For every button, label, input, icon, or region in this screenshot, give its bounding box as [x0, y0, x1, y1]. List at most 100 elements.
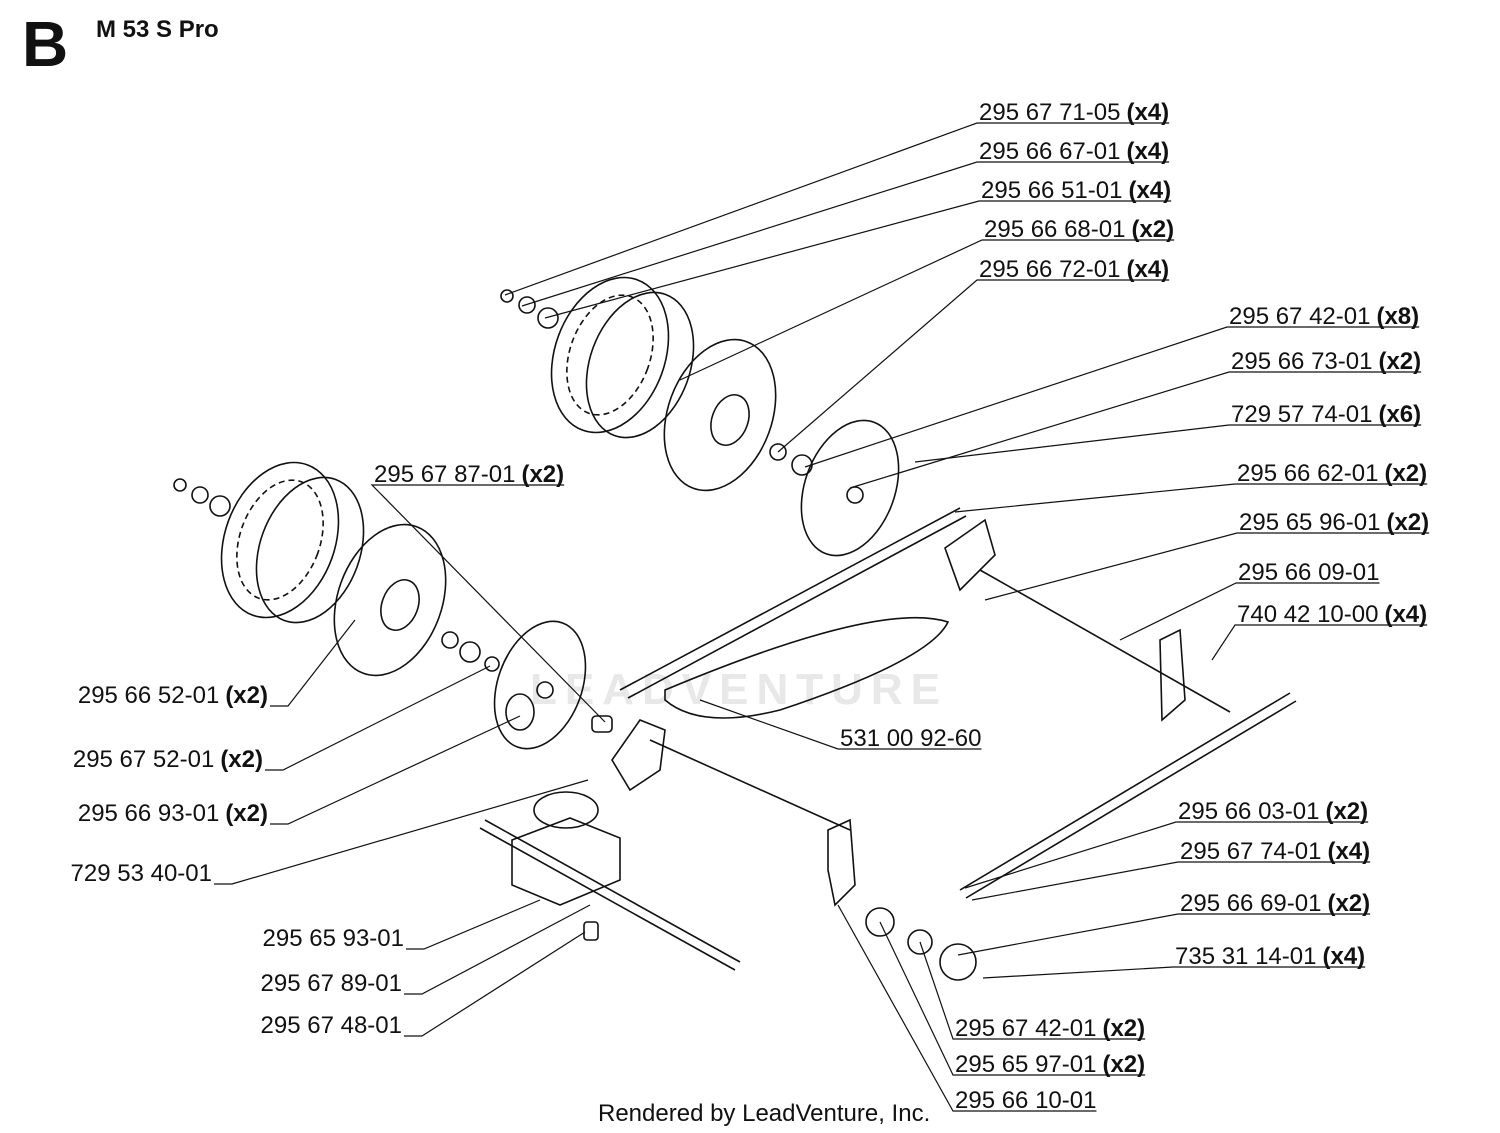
- leader-line: [804, 326, 1420, 468]
- part-number: 740 42 10-00: [1237, 601, 1379, 628]
- part-quantity: (x4): [1322, 943, 1366, 970]
- part-number: 295 65 93-01: [262, 925, 404, 952]
- leader-line: [370, 484, 606, 723]
- leader-line: [964, 821, 1369, 889]
- leader-line: [270, 619, 356, 707]
- front-bearings: [173, 478, 500, 672]
- belt: [664, 616, 950, 719]
- part-number: 295 67 52-01: [72, 746, 215, 773]
- part-quantity: (x2): [1102, 1015, 1146, 1042]
- part-number: 295 66 68-01: [984, 216, 1126, 243]
- leader-line: [837, 904, 1097, 1112]
- part-callout: 295 67 42-01(x2): [955, 1017, 1145, 1041]
- part-callout: 295 66 68-01(x2): [984, 218, 1174, 242]
- spring: [583, 715, 613, 941]
- front-wheel: [220, 461, 365, 624]
- model-title: M 53 S Pro: [96, 16, 219, 43]
- part-number: 295 67 89-01: [260, 970, 402, 997]
- part-callout: 295 67 52-01(x2): [73, 748, 263, 772]
- part-callout: 729 53 40-01: [71, 862, 212, 886]
- axle-rods: [619, 507, 1297, 899]
- part-callout: 295 66 09-01: [1238, 561, 1379, 585]
- part-quantity: (x2): [1386, 509, 1430, 536]
- leader-line: [984, 532, 1430, 601]
- leader-line: [954, 483, 1428, 513]
- part-number: 295 67 87-01: [374, 461, 516, 488]
- part-number: 295 65 96-01: [1239, 509, 1381, 536]
- part-number: 295 66 03-01: [1178, 798, 1320, 825]
- part-number: 295 67 71-05: [979, 99, 1121, 126]
- part-callout: 295 66 93-01(x2): [78, 802, 268, 826]
- part-quantity: (x4): [1128, 177, 1172, 204]
- part-callout: 295 66 51-01(x4): [981, 179, 1171, 203]
- part-callout: 729 57 74-01(x6): [1231, 403, 1421, 427]
- part-number: 295 66 72-01: [979, 256, 1121, 283]
- watermark: LEADVENTURE: [530, 665, 949, 714]
- part-callout: 295 67 87-01(x2): [374, 463, 564, 487]
- front-cover-plate: [493, 620, 587, 750]
- part-quantity: (x2): [1384, 460, 1428, 487]
- part-number: 295 67 74-01: [1180, 838, 1322, 865]
- part-callout: 295 67 48-01: [261, 1014, 402, 1038]
- leader-line: [919, 941, 1146, 1040]
- part-quantity: (x6): [1378, 401, 1422, 428]
- part-quantity: (x2): [1102, 1051, 1146, 1078]
- front-hub: [333, 523, 447, 677]
- part-quantity: (x2): [1131, 216, 1175, 243]
- part-number: 295 66 73-01: [1231, 348, 1373, 375]
- part-quantity: (x2): [225, 682, 268, 709]
- drive-gear: [865, 907, 977, 981]
- part-number: 295 66 93-01: [77, 800, 220, 827]
- part-number: 295 67 48-01: [260, 1012, 402, 1039]
- part-number: 295 66 62-01: [1237, 460, 1379, 487]
- part-quantity: (x4): [1126, 138, 1170, 165]
- leader-line: [544, 200, 1172, 319]
- part-quantity: (x4): [1327, 838, 1371, 865]
- section-letter: B: [22, 8, 69, 80]
- part-quantity: (x2): [1378, 348, 1422, 375]
- part-callout: 531 00 92-60: [840, 727, 981, 751]
- part-callout: 295 65 97-01(x2): [955, 1053, 1145, 1077]
- part-number: 295 65 97-01: [955, 1051, 1097, 1078]
- part-callout: 295 66 03-01(x2): [1178, 800, 1368, 824]
- part-number: 295 67 42-01: [955, 1015, 1097, 1042]
- part-quantity: (x2): [220, 746, 263, 773]
- rear-wheel: [550, 276, 695, 439]
- part-number: 295 66 10-01: [955, 1087, 1097, 1114]
- leader-line: [521, 161, 1170, 307]
- part-callout: 295 67 74-01(x4): [1180, 840, 1370, 864]
- part-number: 295 66 51-01: [981, 177, 1123, 204]
- part-quantity: (x4): [1126, 99, 1170, 126]
- leader-line: [971, 861, 1371, 901]
- leader-line: [270, 715, 521, 825]
- leader-line: [914, 424, 1422, 463]
- part-callout: 295 66 69-01(x2): [1180, 892, 1370, 916]
- leader-line: [699, 699, 982, 750]
- part-quantity: (x4): [1384, 601, 1428, 628]
- leader-line: [777, 279, 1170, 453]
- leader-line: [265, 665, 491, 771]
- part-number: 531 00 92-60: [840, 725, 982, 752]
- brackets: [611, 518, 1186, 907]
- gearbox: [479, 791, 741, 971]
- part-number: 295 66 09-01: [1238, 559, 1380, 586]
- part-quantity: (x8): [1376, 303, 1420, 330]
- part-number: 295 66 67-01: [979, 138, 1121, 165]
- part-number: 729 53 40-01: [70, 860, 212, 887]
- part-number: 295 67 42-01: [1229, 303, 1371, 330]
- part-number: 735 31 14-01: [1175, 943, 1317, 970]
- part-number: 295 66 52-01: [77, 682, 220, 709]
- part-quantity: (x4): [1126, 256, 1170, 283]
- part-quantity: (x2): [225, 800, 268, 827]
- leader-line: [214, 779, 589, 885]
- part-number: 295 66 69-01: [1180, 890, 1322, 917]
- leader-line: [957, 913, 1371, 956]
- part-callout: 295 65 96-01(x2): [1239, 511, 1429, 535]
- leader-line: [849, 371, 1422, 489]
- part-callout: 295 67 42-01(x8): [1229, 305, 1419, 329]
- leader-line: [504, 122, 1170, 296]
- part-callout: 295 66 73-01(x2): [1231, 350, 1421, 374]
- leader-line: [679, 239, 1175, 381]
- leader-line: [404, 904, 591, 995]
- part-number: 729 57 74-01: [1231, 401, 1373, 428]
